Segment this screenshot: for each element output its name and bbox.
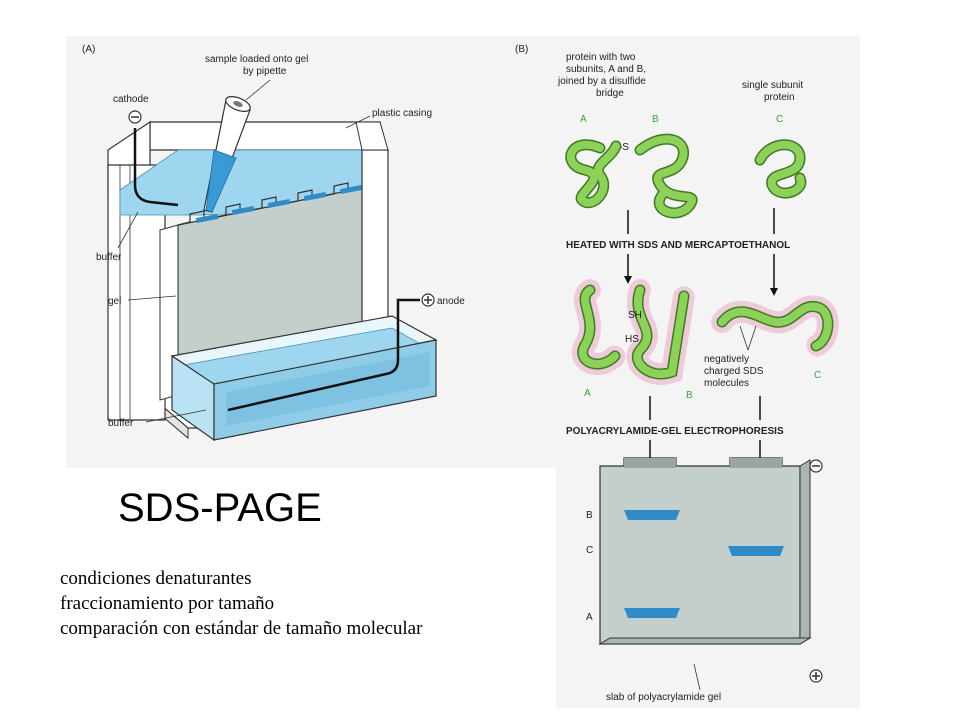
letter-b-mid: B [686, 390, 693, 401]
sample-label-line2: by pipette [243, 66, 287, 77]
page-title: SDS-PAGE [118, 486, 322, 530]
two-subunit-line3: joined by a disulfide [557, 76, 646, 87]
letter-c-top: C [776, 114, 783, 125]
note-item: fraccionamiento por tamaño [60, 593, 275, 614]
letter-a-top: A [580, 114, 587, 125]
buffer-top-label: buffer [96, 252, 122, 263]
gel-letter-b: B [586, 510, 593, 521]
protein-a-unfolded [577, 284, 621, 370]
note-item: comparación con estándar de tamaño molec… [60, 618, 423, 639]
letter-a-mid: A [584, 388, 591, 399]
frame-right-post [361, 149, 389, 341]
gel-band-c [728, 546, 784, 556]
two-subunit-line1: protein with two [566, 52, 636, 63]
sds-note-line2: charged SDS [704, 366, 764, 377]
notes-list: condiciones denaturantes fraccionamiento… [60, 566, 422, 641]
panel-b-background [508, 36, 860, 468]
plastic-casing-label: plastic casing [372, 108, 432, 119]
letter-b-top: B [652, 114, 659, 125]
protein-c-unfolded [716, 300, 834, 352]
gel-letter-a: A [586, 612, 593, 623]
single-subunit-line1: single subunit [742, 80, 803, 91]
sh-label: SH [628, 310, 642, 321]
pipette-icon [203, 96, 251, 213]
cathode-label: cathode [113, 94, 149, 105]
note-item: condiciones denaturantes [60, 568, 252, 589]
letter-c-mid: C [814, 370, 821, 381]
step1-label: HEATED WITH SDS AND MERCAPTOETHANOL [566, 240, 790, 251]
panel-b-tag: (B) [515, 44, 528, 55]
panel-a-tag: (A) [82, 44, 95, 55]
panel-a: (A) [66, 36, 508, 468]
step2-label: POLYACRYLAMIDE-GEL ELECTROPHORESIS [566, 426, 784, 437]
sds-note-line3: molecules [704, 378, 749, 389]
protein-a-folded [565, 139, 622, 208]
polyacrylamide-gel-slab [598, 457, 812, 645]
cathode-wire [133, 128, 179, 207]
gel-label: gel [108, 296, 121, 307]
protein-b-folded [634, 133, 698, 219]
frame-left-post [107, 164, 166, 421]
buffer-bottom-label: buffer [108, 418, 134, 429]
panel-b: (B) protein with two subunits, A and B, … [508, 36, 860, 708]
two-subunit-line4: bridge [596, 88, 624, 99]
gel-letter-c: C [586, 545, 593, 556]
gel-band-a [624, 608, 680, 618]
protein-b-unfolded [631, 284, 690, 380]
anode-wire [227, 298, 420, 412]
anode-label: anode [437, 296, 465, 307]
hs-label: HS [625, 334, 639, 345]
two-subunit-line2: subunits, A and B, [566, 64, 646, 75]
slab-label: slab of polyacrylamide gel [606, 692, 721, 703]
single-subunit-line2: protein [764, 92, 795, 103]
upper-tank-back [149, 121, 381, 151]
sample-label-line1: sample loaded onto gel [205, 54, 308, 65]
sds-note-line1: negatively [704, 354, 749, 365]
protein-c-folded [754, 139, 807, 199]
gel-band-b [624, 510, 680, 520]
